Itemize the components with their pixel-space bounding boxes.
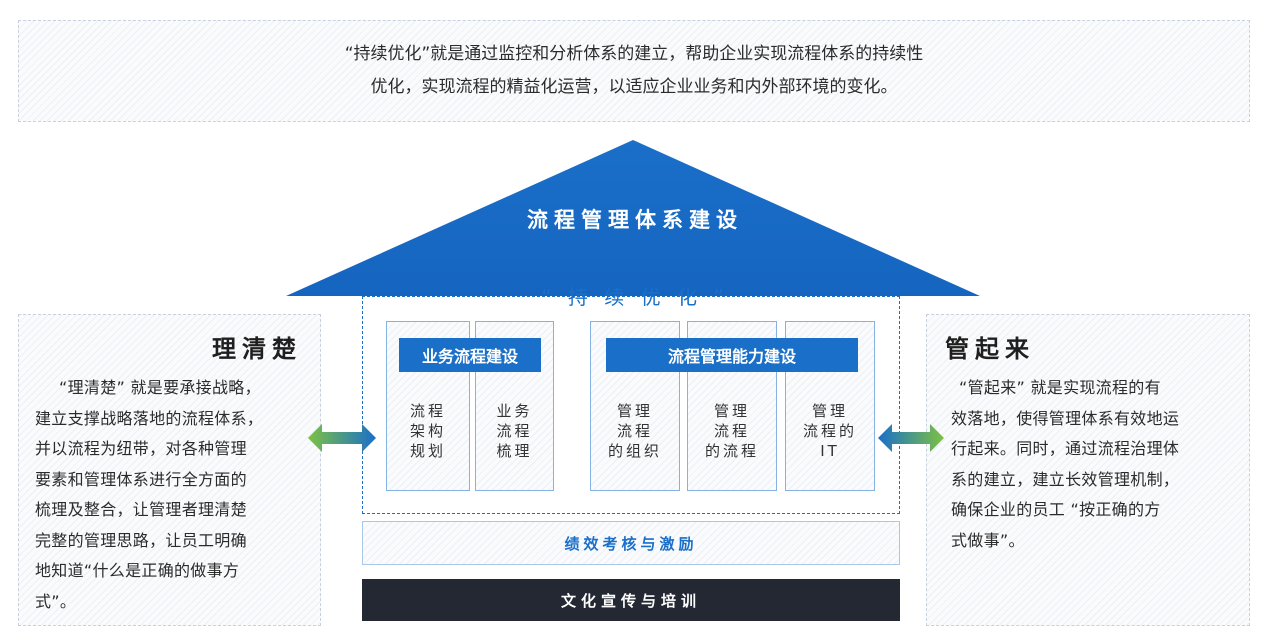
left-panel-line: 并以流程为纽带，对各种管理 [35,439,247,458]
right-panel-line: 式做事”。 [951,530,1025,550]
roof-triangle [286,140,980,296]
right-panel-line: 确保企业的员工 “按正确的方 [951,500,1161,519]
right-panel-title: 管起来 [945,335,1035,363]
left-panel-line: 建立支撑战略落地的流程体系， [35,408,264,428]
left-panel-title: 理清楚 [212,335,302,363]
banner-line-1: “持续优化”就是通过监控和分析体系的建立，帮助企业实现流程体系的持续性 [344,44,924,64]
left-panel-line: 梳理及整合，让管理者理清楚 [35,500,247,519]
continuous-optimization-label: “ 持 续 优 化 ” [541,285,729,309]
pillar-label: 流程 架构 规划 [409,402,446,460]
culture-training-base: 文化宣传与培训 [362,579,900,621]
right-double-arrow-icon [878,424,944,452]
left-panel-line: 地知道“什么是正确的做事方 [35,561,240,580]
right-panel-body: “管起来” 就是实现流程的有 效落地，使得管理体系有效地运 行起来。同时，通过流… [951,373,1179,556]
left-panel: 理清楚 “理清楚” 就是要承接战略， 建立支撑战略落地的流程体系， 并以流程为纽… [18,314,321,626]
right-panel-line: 系的建立，建立长效管理机制， [951,469,1180,489]
right-panel-line: 效落地，使得管理体系有效地运 [951,408,1180,428]
house-body-frame [362,296,900,514]
pillar-label: 管理 流程 的组织 [607,402,662,460]
left-panel-line: 式”。 [35,591,77,611]
category-management-capability: 流程管理能力建设 [606,338,858,372]
left-double-arrow-icon [308,424,376,452]
left-panel-line: 完整的管理思路，让员工明确 [35,530,247,550]
banner-line-2: 优化，实现流程的精益化运营，以适应企业业务和内外部环境的变化。 [370,77,898,97]
right-panel-line: “管起来” 就是实现流程的有 [959,378,1161,397]
pillar-label: 管理 流程的 IT [802,402,857,460]
right-panel-line: 行起来。同时，通过流程治理体 [951,439,1180,458]
roof-title: 流程管理体系建设 [527,208,743,232]
left-panel-body: “理清楚” 就是要承接战略， 建立支撑战略落地的流程体系， 并以流程为纽带，对各… [35,373,263,617]
pillar-label: 业务 流程 梳理 [496,402,533,460]
top-description-banner: “持续优化”就是通过监控和分析体系的建立，帮助企业实现流程体系的持续性 优化，实… [18,20,1250,122]
category-business-process: 业务流程建设 [399,338,541,372]
right-panel: 管起来 “管起来” 就是实现流程的有 效落地，使得管理体系有效地运 行起来。同时… [926,314,1250,626]
pillar-label: 管理 流程 的流程 [704,402,759,460]
left-panel-line: 要素和管理体系进行全方面的 [35,469,247,489]
performance-incentive-bar: 绩效考核与激励 [362,521,900,565]
left-panel-line: “理清楚” 就是要承接战略， [59,378,261,397]
